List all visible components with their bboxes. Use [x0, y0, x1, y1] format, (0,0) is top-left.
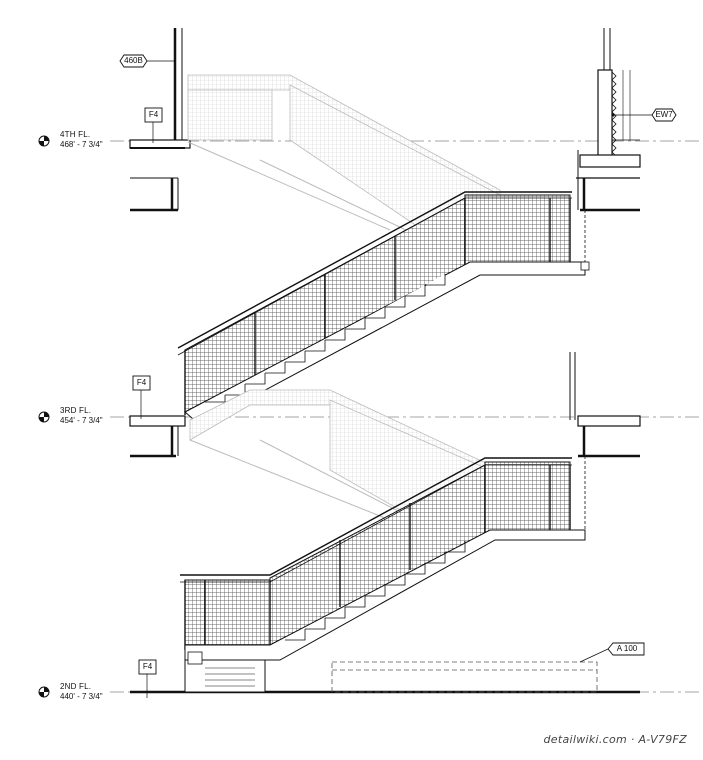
level-4th-title: 4TH FL. — [60, 130, 91, 139]
level-3rd-title: 3RD FL. — [60, 406, 92, 415]
tag-a100 — [579, 642, 645, 663]
tag-460b — [119, 54, 175, 68]
f4-tag-4th: F4 — [148, 110, 159, 119]
level-marker-2nd — [38, 686, 50, 698]
level-3rd-elevation: 454' - 7 3/4" — [60, 416, 103, 425]
right-structure — [569, 28, 641, 458]
tag-ew7-label: EW7 — [655, 110, 673, 119]
f4-tag-3rd: F4 — [136, 378, 147, 387]
foundation-dashed — [331, 661, 598, 693]
level-marker-3rd — [38, 411, 50, 423]
tag-a100-label: A 100 — [616, 644, 638, 653]
level-marker-4th — [38, 135, 50, 147]
tag-ew7 — [611, 108, 677, 122]
near-flight-lower — [180, 456, 586, 693]
level-2nd-elevation: 440' - 7 3/4" — [60, 692, 103, 701]
f4-tag-2nd: F4 — [142, 662, 153, 671]
level-4th-elevation: 468' - 7 3/4" — [60, 140, 103, 149]
watermark: detailwiki.com · A-V79FZ — [543, 733, 687, 746]
level-2nd-title: 2ND FL. — [60, 682, 92, 691]
tag-f4-frames — [132, 107, 163, 698]
tag-460b-label: 460B — [124, 56, 143, 65]
